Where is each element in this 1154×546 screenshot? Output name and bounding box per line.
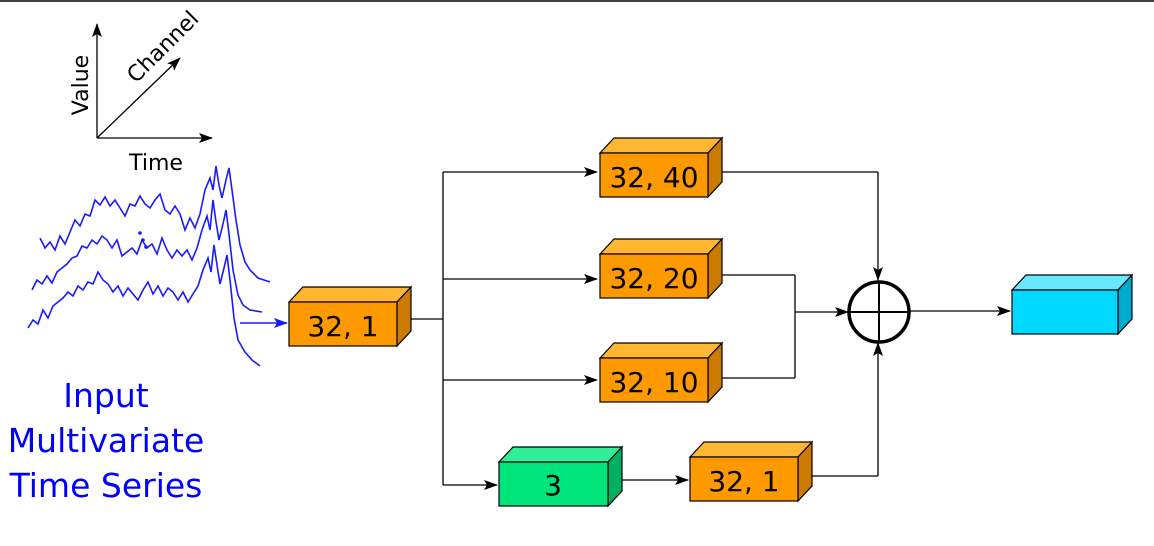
output-block: [1010, 273, 1134, 336]
maxpool-block: 3: [497, 445, 624, 508]
series-curve-middle: [31, 199, 263, 313]
branch-mid-block: 32, 20: [598, 237, 724, 300]
connections: [410, 167, 1011, 490]
branch-top-block-front: [599, 152, 709, 198]
bottleneck-block-label: 32, 1: [307, 310, 378, 343]
output-block-top: [1010, 274, 1134, 291]
series-curve-top: [39, 165, 271, 283]
input-caption: Input Multivariate Time Series: [8, 376, 205, 505]
caption-line-input: Input: [63, 376, 149, 415]
series-curve-bottom: [27, 244, 261, 367]
maxpool-conv-block-front: [689, 456, 799, 502]
bottleneck-block-top: [287, 286, 413, 303]
branch-low-block-top: [598, 342, 724, 359]
bottleneck-block: 32, 1: [287, 285, 413, 348]
maxpool-block-front: [498, 461, 609, 507]
series-ellipsis-dot: [144, 245, 148, 249]
branch-low-block-label: 32, 10: [609, 366, 698, 399]
branch-top-block-label: 32, 40: [609, 161, 698, 194]
branch-low-block: 32, 10: [598, 341, 724, 404]
maxpool-block-label: 3: [544, 469, 562, 502]
bottleneck-block-front: [288, 301, 398, 347]
maxpool-conv-block-top: [688, 441, 814, 458]
caption-line-time-series: Time Series: [9, 466, 203, 505]
branch-mid-block-top: [598, 238, 724, 255]
channel-axis-label: Channel: [123, 7, 205, 89]
caption-line-multivariate: Multivariate: [8, 421, 205, 460]
branch-mid-block-front: [599, 253, 709, 299]
branch-top-block-top: [598, 137, 724, 154]
branch-mid-block-label: 32, 20: [609, 262, 698, 295]
series-ellipsis-dot: [141, 238, 145, 242]
maxpool-block-top: [497, 446, 624, 463]
concatenation-node: [847, 280, 911, 344]
branch-low-block-front: [599, 357, 709, 403]
branch-top-block: 32, 40: [598, 136, 724, 199]
time-series-plot: [27, 165, 271, 367]
time-axis-label: Time: [128, 151, 183, 176]
maxpool-conv-block-label: 32, 1: [708, 465, 779, 498]
series-ellipsis-dot: [138, 231, 142, 235]
axes-legend: Value Channel Time: [69, 7, 213, 176]
maxpool-conv-block: 32, 1: [688, 440, 814, 503]
value-axis-label: Value: [69, 55, 94, 115]
output-block-front: [1011, 289, 1119, 335]
channel-axis: [96, 57, 181, 139]
